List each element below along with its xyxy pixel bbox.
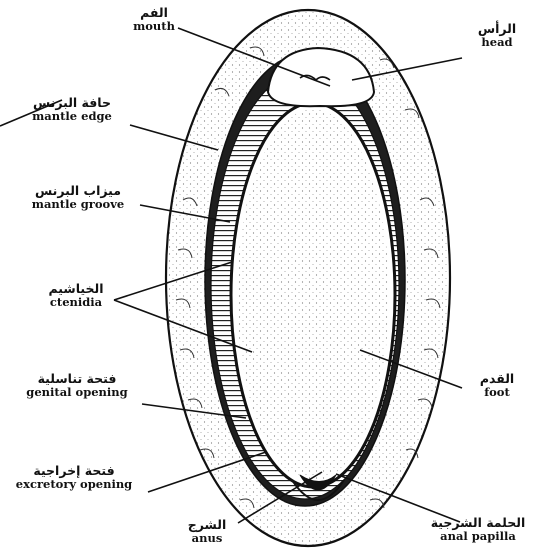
label-ctenidia: الخياشيم ctenidia bbox=[38, 282, 114, 308]
label-mantle-groove: ميزاب البرنس mantle groove bbox=[16, 184, 140, 210]
label-genital-opening: فتحة تناسلية genital opening bbox=[12, 372, 142, 398]
label-head: الرأس head bbox=[462, 22, 532, 48]
label-mantle-edge: حافة البرنس mantle edge bbox=[14, 96, 130, 122]
foot bbox=[231, 103, 395, 487]
label-mouth: الفم mouth bbox=[114, 6, 194, 32]
label-anal-papilla: الحلمة الشرجية anal papilla bbox=[420, 516, 536, 542]
label-excretory-opening: فتحة إخراجية excretory opening bbox=[0, 464, 148, 490]
label-anus: الشرج anus bbox=[176, 518, 238, 544]
label-foot: القدم foot bbox=[462, 372, 532, 398]
